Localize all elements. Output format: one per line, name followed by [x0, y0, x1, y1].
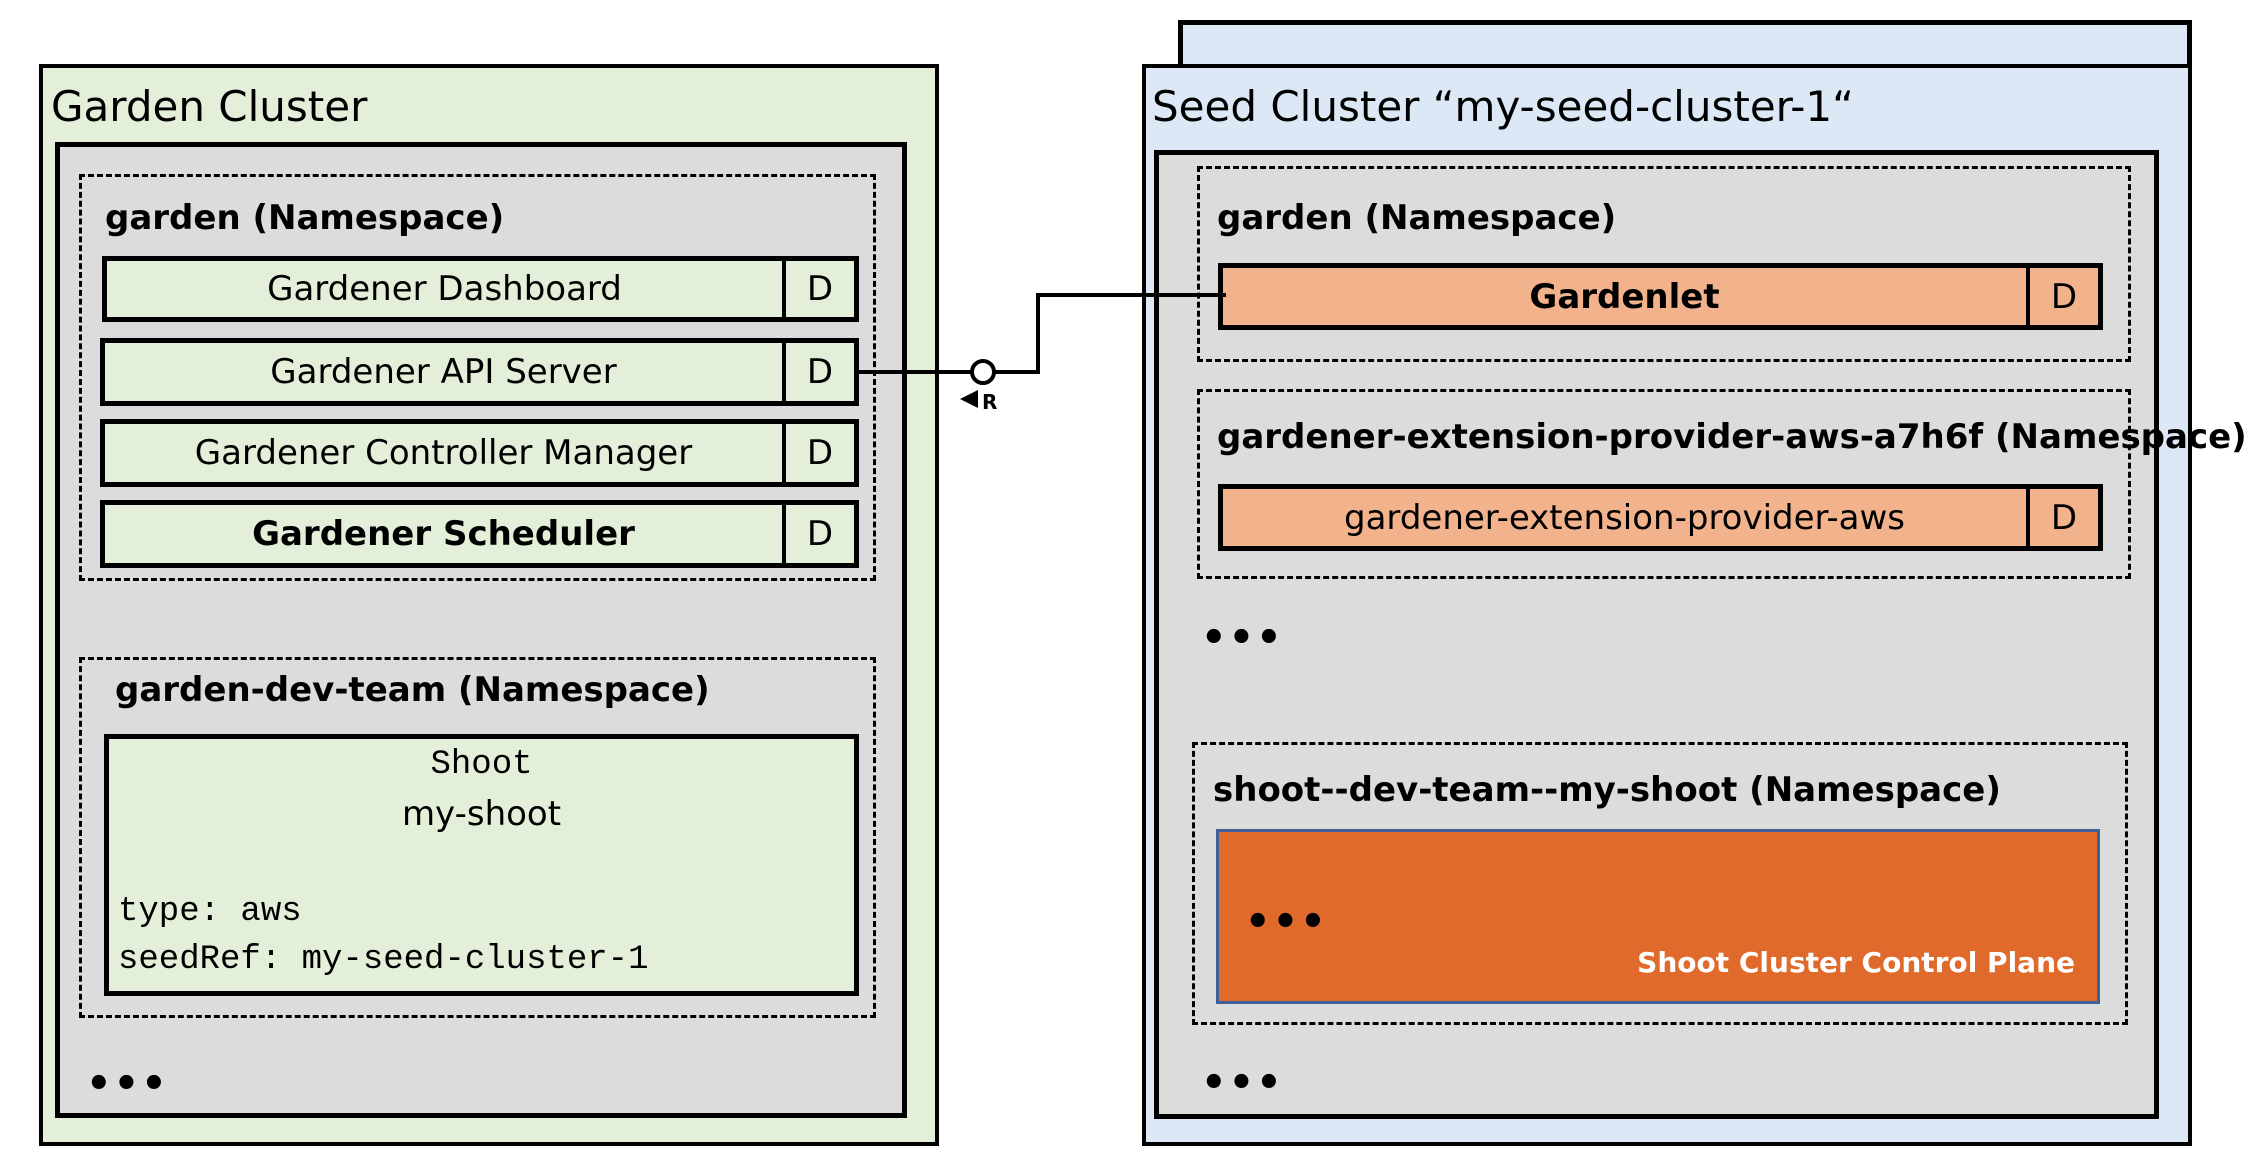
shoot-seed-ref-line: seedRef: my-seed-cluster-1 — [118, 941, 649, 979]
shoot-namespace-title: shoot--dev-team--my-shoot (Namespace) — [1213, 770, 2001, 810]
garden-namespace — [79, 174, 876, 581]
more-ellipsis: ••• — [1201, 1060, 1284, 1106]
garden-cluster-title: Garden Cluster — [51, 82, 368, 131]
seed-garden-namespace-title: garden (Namespace) — [1217, 198, 1617, 238]
gardener-dashboard: Gardener Dashboard D — [102, 256, 859, 322]
shoot-resource — [104, 734, 859, 996]
control-plane-ellipsis: ••• — [1245, 899, 1328, 945]
gardener-controller-manager: Gardener Controller Manager D — [100, 419, 859, 487]
more-ellipsis: ••• — [1201, 615, 1284, 661]
deployment-badge: D — [782, 505, 854, 563]
deployment-badge: D — [782, 261, 854, 317]
control-plane-label: Shoot Cluster Control Plane — [1637, 946, 2075, 979]
gardener-dashboard-label: Gardener Dashboard — [267, 269, 622, 309]
extension-namespace — [1197, 389, 2131, 579]
shoot-name: my-shoot — [401, 794, 562, 834]
gardener-api-server-label: Gardener API Server — [270, 352, 617, 392]
more-ellipsis: ••• — [86, 1061, 169, 1107]
seed-cluster-title: Seed Cluster “my-seed-cluster-1“ — [1152, 82, 1854, 131]
connector-label: R — [982, 390, 997, 414]
deployment-badge: D — [2026, 268, 2098, 325]
gardener-controller-manager-label: Gardener Controller Manager — [194, 433, 693, 473]
gardener-extension-provider-aws: gardener-extension-provider-aws D — [1218, 484, 2103, 551]
gardener-api-server: Gardener API Server D — [100, 338, 859, 406]
request-arrow-icon — [960, 390, 978, 408]
required-interface-circle — [970, 359, 996, 385]
deployment-badge: D — [782, 343, 854, 401]
shoot-kind: Shoot — [430, 746, 533, 784]
garden-dev-team-namespace-title: garden-dev-team (Namespace) — [115, 670, 710, 710]
connector-line — [859, 293, 1226, 374]
shoot-type-line: type: aws — [118, 893, 302, 931]
gardenlet: Gardenlet D — [1218, 263, 2103, 330]
shoot-namespace — [1192, 742, 2128, 1025]
deployment-badge: D — [2026, 489, 2098, 546]
seed-garden-namespace — [1197, 166, 2131, 362]
shoot-control-plane: ••• Shoot Cluster Control Plane — [1216, 829, 2100, 1004]
extension-provider-label: gardener-extension-provider-aws — [1344, 497, 1905, 538]
garden-namespace-title: garden (Namespace) — [105, 198, 505, 238]
garden-dev-team-namespace — [79, 657, 876, 1018]
gardener-scheduler-label: Gardener Scheduler — [252, 514, 635, 554]
extension-namespace-title: gardener-extension-provider-aws-a7h6f (N… — [1217, 417, 2247, 457]
gardener-scheduler: Gardener Scheduler D — [100, 500, 859, 568]
deployment-badge: D — [782, 424, 854, 482]
gardenlet-label: Gardenlet — [1529, 276, 1720, 317]
